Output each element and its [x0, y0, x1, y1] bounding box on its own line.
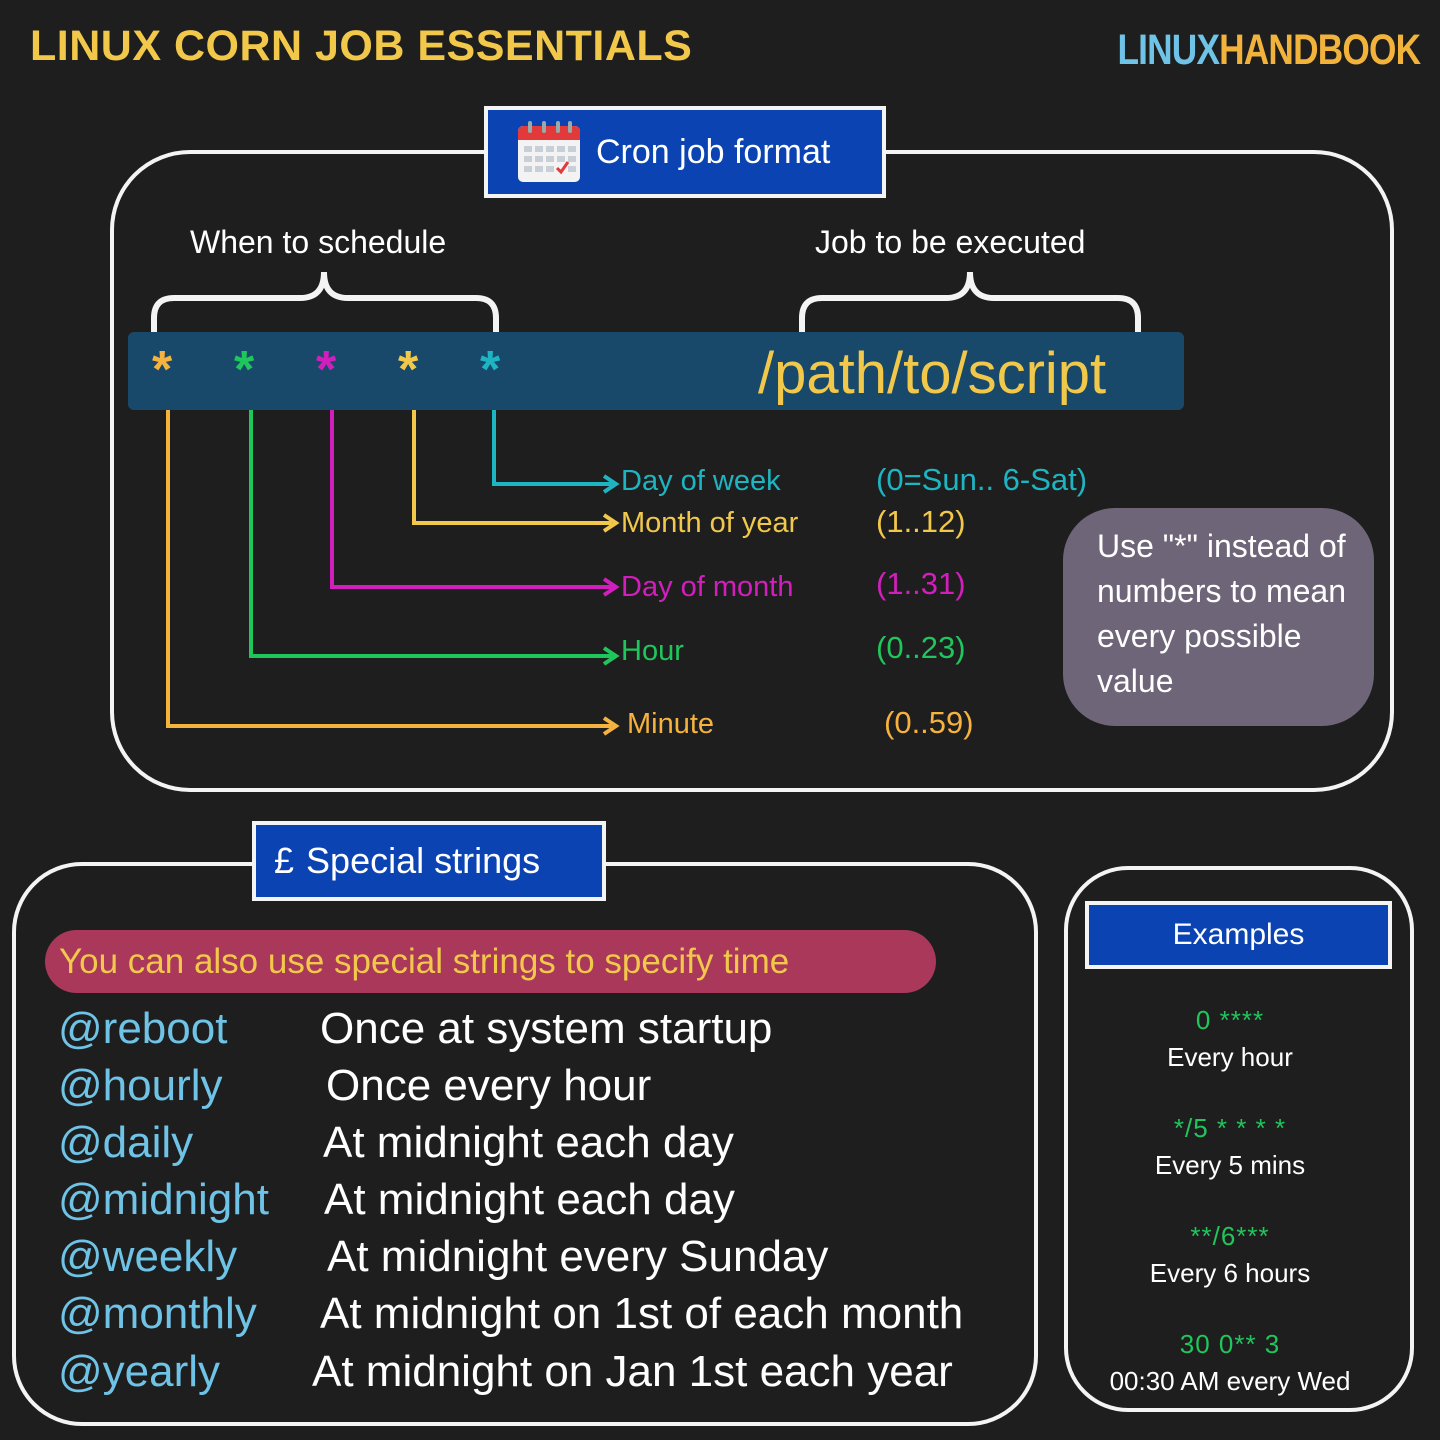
field-label-day-of-month: Day of month	[621, 571, 794, 603]
day-of-month-connector	[330, 408, 612, 589]
special-key: @weekly	[58, 1232, 238, 1281]
special-row-hourly: @hourly Once every hour	[58, 1061, 1028, 1117]
job-to-be-executed-label: Job to be executed	[815, 224, 1086, 260]
special-key: @daily	[58, 1118, 194, 1167]
script-path: /path/to/script	[758, 341, 1107, 406]
cron-format-tag-label: Cron job format	[596, 132, 831, 171]
cron-command-bar	[128, 332, 1184, 410]
field-range-minute: (0..59)	[884, 705, 974, 740]
special-desc: At midnight every Sunday	[327, 1232, 829, 1281]
star-hour: *	[234, 341, 255, 399]
special-key: @yearly	[58, 1347, 221, 1396]
special-row-monthly: @monthly At midnight on 1st of each mont…	[58, 1289, 1028, 1345]
field-range-day-of-week: (0=Sun.. 6-Sat)	[876, 462, 1088, 497]
when-to-schedule-label: When to schedule	[190, 224, 447, 260]
brand-handbook: HANDBOOK	[1218, 26, 1421, 74]
calendar-icon	[518, 121, 580, 182]
special-strings-tag-label: Special strings	[306, 840, 541, 881]
special-row-daily: @daily At midnight each day	[58, 1118, 1028, 1174]
special-strings-intro: You can also use special strings to spec…	[45, 930, 936, 993]
minute-connector	[166, 408, 612, 728]
special-row-yearly: @yearly At midnight on Jan 1st each year	[58, 1347, 1028, 1403]
field-range-day-of-month: (1..31)	[876, 566, 966, 601]
special-desc: Once every hour	[326, 1061, 652, 1110]
example-desc: 00:30 AM every Wed	[1109, 1366, 1351, 1396]
special-strings-tag: £ Special strings	[252, 821, 606, 901]
page-title: LINUX CORN JOB ESSENTIALS	[30, 22, 693, 70]
brand-linux: LINUX	[1117, 26, 1220, 74]
special-key: @reboot	[58, 1004, 228, 1053]
star-day-of-week: *	[480, 341, 501, 399]
special-desc: At midnight each day	[323, 1118, 734, 1167]
field-label-month-of-year: Month of year	[621, 507, 799, 539]
examples-tag: Examples	[1085, 901, 1392, 969]
example-code: 30 0** 3	[1179, 1329, 1281, 1359]
field-label-hour: Hour	[621, 635, 684, 667]
month-of-year-connector	[412, 408, 612, 525]
star-day-of-month: *	[316, 341, 337, 399]
wildcard-note: Use "*" instead of numbers to mean every…	[1063, 508, 1374, 726]
star-minute: *	[152, 341, 173, 399]
job-brace	[799, 271, 1141, 336]
day-of-week-connector	[492, 408, 612, 486]
star-month-of-year: *	[398, 341, 419, 399]
example-desc: Every 5 mins	[1154, 1150, 1306, 1180]
special-row-reboot: @reboot Once at system startup	[58, 1004, 1028, 1060]
special-desc: At midnight on 1st of each month	[320, 1289, 964, 1338]
field-label-day-of-week: Day of week	[621, 465, 781, 497]
special-row-weekly: @weekly At midnight every Sunday	[58, 1232, 1028, 1288]
field-label-minute: Minute	[627, 708, 715, 740]
special-key: @monthly	[58, 1289, 257, 1338]
special-desc: At midnight on Jan 1st each year	[312, 1347, 953, 1396]
hour-connector	[249, 408, 612, 658]
schedule-brace	[151, 271, 499, 336]
example-code: **/6***	[1190, 1221, 1270, 1251]
special-key: @hourly	[58, 1061, 223, 1110]
brand-logo: LINUXHANDBOOK	[1117, 26, 1421, 75]
cron-format-tag: Cron job format	[484, 106, 886, 198]
special-desc: Once at system startup	[320, 1004, 773, 1053]
field-range-hour: (0..23)	[876, 630, 966, 665]
special-key: @midnight	[58, 1175, 269, 1224]
example-desc: Every hour	[1167, 1042, 1293, 1072]
special-row-midnight: @midnight At midnight each day	[58, 1175, 1028, 1231]
example-code: */5 * * * *	[1173, 1113, 1287, 1143]
pound-icon: £	[274, 840, 295, 881]
field-range-month-of-year: (1..12)	[876, 504, 966, 539]
example-desc: Every 6 hours	[1149, 1258, 1311, 1288]
special-desc: At midnight each day	[324, 1175, 735, 1224]
example-code: 0 ****	[1195, 1005, 1265, 1035]
